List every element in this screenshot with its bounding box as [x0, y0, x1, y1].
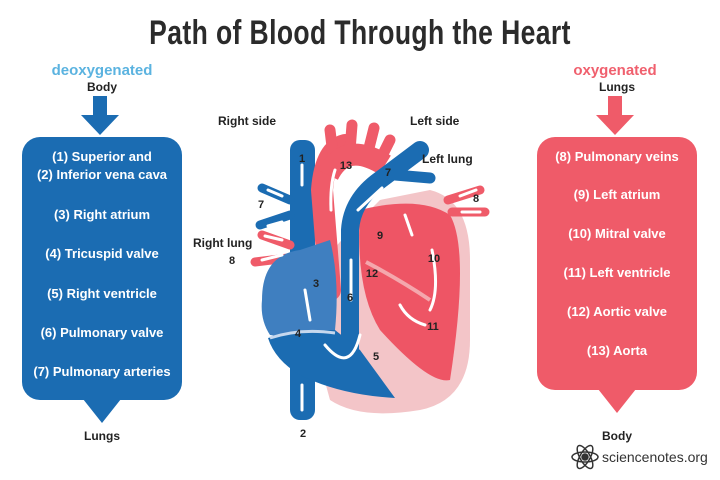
right-side-label: Right side	[218, 114, 276, 128]
path-step: (5) Right ventricle	[47, 286, 157, 301]
box-pointer-icon	[598, 389, 636, 413]
path-step: (4) Tricuspid valve	[45, 246, 159, 261]
left-top-label: Body	[87, 80, 117, 94]
right-lung-label: Right lung	[193, 236, 252, 250]
left-bottom-label: Lungs	[84, 429, 120, 443]
marker-4: 4	[295, 328, 302, 340]
marker-8-right: 8	[229, 255, 235, 267]
aortic-arch	[318, 143, 391, 181]
flow-arrows-icon	[260, 163, 482, 412]
box-pointer-icon	[83, 399, 121, 423]
marker-3: 3	[313, 278, 319, 290]
path-step: (10) Mitral valve	[568, 226, 666, 241]
marker-7-right: 7	[258, 199, 264, 211]
marker-12: 12	[366, 268, 378, 280]
marker-8-left: 8	[473, 193, 479, 205]
left-lung-label: Left lung	[422, 152, 473, 166]
right-ventricle	[268, 330, 395, 398]
aortic-branches	[324, 119, 396, 166]
down-arrow-head-icon	[81, 115, 119, 135]
left-pulmonary-artery	[389, 169, 436, 184]
path-step: (12) Aortic valve	[567, 304, 667, 319]
marker-7-left: 7	[385, 167, 391, 179]
sciencenotes-logo-text: sciencenotes.org	[602, 449, 708, 465]
mitral-valve	[365, 260, 432, 302]
left-heart-chambers	[359, 203, 460, 381]
marker-5: 5	[373, 351, 379, 363]
oxygenated-path-box: (8) Pulmonary veins (9) Left atrium (10)…	[537, 137, 697, 390]
marker-6: 6	[347, 292, 353, 304]
marker-9: 9	[377, 230, 383, 242]
path-step: (13) Aorta	[586, 343, 648, 358]
deoxygenated-header: deoxygenated	[51, 62, 153, 79]
down-arrow-head-icon	[596, 115, 634, 135]
deoxygenated-path-box: (1) Superior and (2) Inferior vena cava …	[22, 137, 182, 400]
right-top-label: Lungs	[599, 80, 635, 94]
path-step: (7) Pulmonary arteries	[33, 364, 171, 379]
path-step: (8) Pulmonary veins	[555, 149, 679, 164]
marker-11: 11	[427, 321, 439, 333]
marker-1: 1	[299, 153, 305, 165]
down-arrow-icon	[93, 96, 107, 116]
path-step: (9) Left atrium	[573, 187, 661, 202]
tricuspid-valve	[269, 329, 336, 340]
atom-logo-icon	[571, 444, 599, 470]
marker-10: 10	[428, 253, 440, 265]
path-step: (1) Superior and	[52, 149, 152, 164]
pulmonary-trunk	[341, 141, 429, 359]
page-title: Path of Blood Through the Heart	[149, 14, 571, 52]
right-atrium	[261, 240, 337, 337]
path-step: (6) Pulmonary valve	[40, 325, 164, 340]
path-step: (2) Inferior vena cava	[36, 167, 168, 182]
left-side-label: Left side	[410, 114, 460, 128]
right-bottom-label: Body	[602, 429, 632, 443]
path-step: (3) Right atrium	[53, 207, 151, 222]
marker-2: 2	[300, 428, 306, 440]
marker-13: 13	[340, 160, 352, 172]
path-step: (11) Left ventricle	[563, 265, 671, 280]
oxygenated-header: oxygenated	[573, 62, 657, 79]
down-arrow-icon	[608, 96, 622, 116]
